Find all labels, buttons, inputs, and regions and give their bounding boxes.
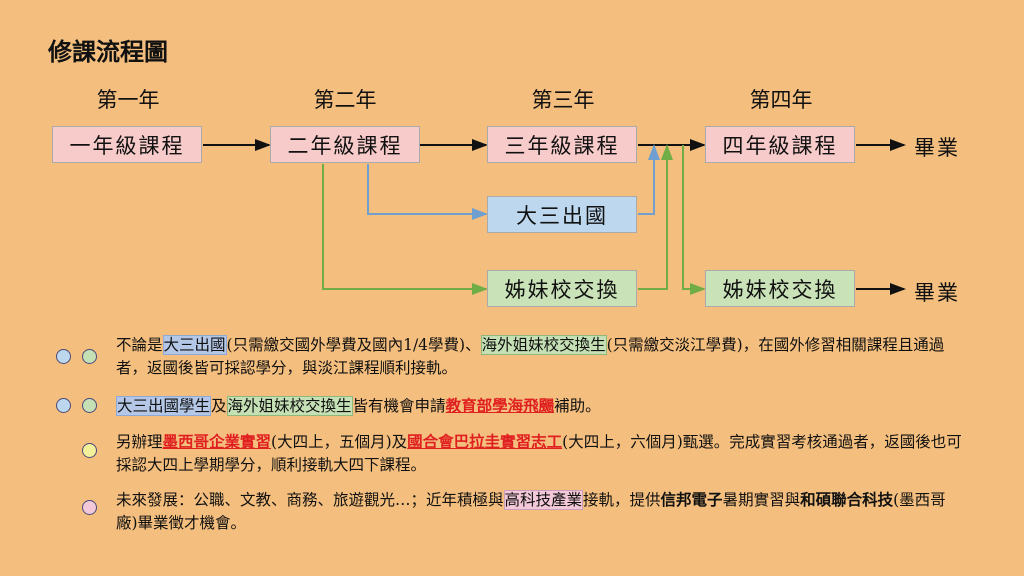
green-circle-icon — [82, 398, 97, 413]
green-circle-icon — [82, 349, 97, 364]
yellow-circle-icon — [82, 443, 97, 458]
box-sister-exchange-4: 姊妹校交換 — [705, 270, 855, 307]
arrow-y2-exchange — [322, 164, 488, 295]
year-3-label: 第三年 — [531, 88, 595, 112]
note-2: 大三出國學生及海外姐妹校交換生皆有機會申請教育部學海飛颺補助。 — [116, 396, 601, 416]
pink-circle-icon — [82, 500, 97, 515]
year-4-label: 第四年 — [749, 88, 813, 112]
box-study-abroad: 大三出國 — [487, 196, 637, 233]
note-1: 不論是大三出國(只需繳交國外學費及國內1/4學費)、海外姐妹校交換生(只需繳交淡… — [116, 335, 945, 377]
arrow-exchange-return — [638, 144, 673, 290]
arrow-y3-exchange4 — [682, 145, 706, 295]
note-3: 另辦理墨西哥企業實習(大四上，五個月)及國合會巴拉圭實習志工(大四上，六個月)甄… — [116, 432, 962, 474]
box-year2-courses: 二年級課程 — [270, 126, 420, 163]
arrow-y2-abroad — [367, 164, 488, 220]
box-sister-exchange-3: 姊妹校交換 — [487, 270, 637, 307]
box-year1-courses: 一年級課程 — [52, 126, 202, 163]
box-year3-courses: 三年級課程 — [487, 126, 637, 163]
blue-circle-icon — [56, 398, 71, 413]
year-2-label: 第二年 — [313, 88, 377, 112]
blue-circle-icon — [56, 349, 71, 364]
graduate-label: 畢業 — [914, 136, 960, 160]
arrow-abroad-return — [638, 144, 660, 215]
page-title: 修課流程圖 — [48, 38, 168, 66]
year-1-label: 第一年 — [96, 88, 160, 112]
box-year4-courses: 四年級課程 — [705, 126, 855, 163]
graduate-label: 畢業 — [914, 281, 960, 305]
note-4: 未來發展：公職、文教、商務、旅遊觀光…；近年積極與高科技產業接軌，提供信邦電子暑… — [116, 490, 946, 532]
